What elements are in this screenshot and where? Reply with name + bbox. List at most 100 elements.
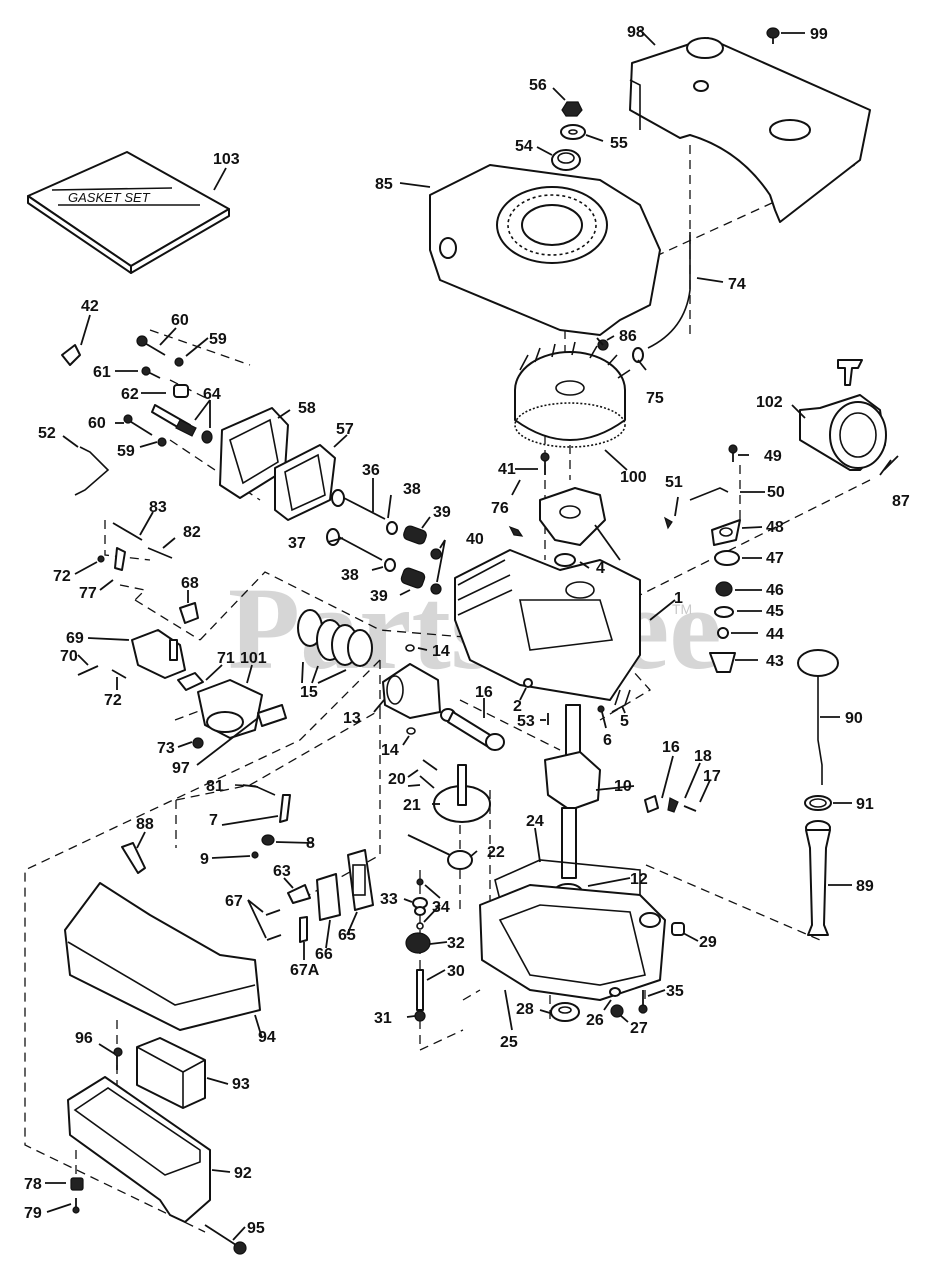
throttle-lever[interactable] bbox=[114, 547, 126, 571]
rewind-starter[interactable] bbox=[799, 359, 887, 471]
breather-gasket[interactable] bbox=[714, 550, 740, 566]
callout-98[interactable]: 98 bbox=[627, 24, 645, 41]
callout-57[interactable]: 57 bbox=[336, 421, 354, 438]
cylinder-head[interactable] bbox=[219, 407, 289, 499]
callout-45[interactable]: 45 bbox=[766, 603, 784, 620]
callout-62[interactable]: 62 bbox=[121, 386, 139, 403]
callout-38-upper[interactable]: 38 bbox=[403, 481, 421, 498]
filter-screw[interactable] bbox=[113, 1047, 123, 1070]
callout-79[interactable]: 79 bbox=[24, 1205, 42, 1222]
breather-valve[interactable] bbox=[714, 606, 734, 618]
governor-spool[interactable] bbox=[412, 897, 428, 916]
callout-53[interactable]: 53 bbox=[517, 713, 535, 730]
air-cleaner-screw[interactable] bbox=[72, 1198, 80, 1214]
camshaft-gear[interactable] bbox=[433, 764, 491, 823]
callout-44[interactable]: 44 bbox=[766, 626, 784, 643]
head-washer-upper[interactable] bbox=[174, 357, 184, 367]
callout-9[interactable]: 9 bbox=[200, 851, 209, 868]
callout-38-lower[interactable]: 38 bbox=[341, 567, 359, 584]
bracket-rod[interactable] bbox=[611, 689, 631, 713]
oil-fill-tube[interactable] bbox=[805, 820, 831, 936]
lever-screw[interactable] bbox=[97, 555, 105, 563]
callout-92[interactable]: 92 bbox=[234, 1165, 252, 1182]
hex-nut[interactable] bbox=[561, 101, 583, 117]
callout-61[interactable]: 61 bbox=[93, 364, 111, 381]
callout-24[interactable]: 24 bbox=[526, 813, 544, 830]
callout-7[interactable]: 7 bbox=[209, 812, 218, 829]
spark-plug[interactable] bbox=[151, 404, 197, 437]
drain-plug[interactable] bbox=[597, 705, 605, 713]
callout-1[interactable]: 1 bbox=[674, 590, 683, 607]
fuel-line-clamp[interactable] bbox=[632, 347, 644, 363]
blower-housing[interactable] bbox=[429, 164, 661, 336]
callout-10[interactable]: 10 bbox=[614, 778, 632, 795]
lever-washer[interactable] bbox=[261, 834, 275, 846]
callout-73[interactable]: 73 bbox=[157, 740, 175, 757]
crankshaft[interactable] bbox=[544, 704, 601, 879]
air-cleaner-cover[interactable] bbox=[64, 882, 261, 1031]
callout-43[interactable]: 43 bbox=[766, 653, 784, 670]
dipstick-o-ring[interactable] bbox=[804, 795, 832, 811]
governor-lever[interactable] bbox=[667, 797, 679, 813]
callout-39-lower[interactable]: 39 bbox=[370, 588, 388, 605]
callout-52[interactable]: 52 bbox=[38, 425, 56, 442]
air-filter-element[interactable] bbox=[136, 1037, 206, 1109]
callout-90[interactable]: 90 bbox=[845, 710, 863, 727]
air-cleaner-base[interactable] bbox=[67, 1076, 211, 1223]
callout-49[interactable]: 49 bbox=[764, 448, 782, 465]
dipstick[interactable] bbox=[797, 649, 839, 785]
governor-screw[interactable] bbox=[683, 805, 697, 812]
gasket-set-box[interactable]: GASKET SET bbox=[27, 151, 230, 274]
lever-screw-small[interactable] bbox=[251, 851, 259, 859]
cover-bolt[interactable] bbox=[638, 990, 648, 1014]
piston[interactable] bbox=[382, 663, 441, 719]
head-bolt-lower[interactable] bbox=[123, 414, 153, 436]
muffler-gasket[interactable] bbox=[121, 842, 146, 874]
callout-13[interactable]: 13 bbox=[343, 710, 361, 727]
head-gasket[interactable] bbox=[274, 444, 336, 521]
callout-58[interactable]: 58 bbox=[298, 400, 316, 417]
callout-22[interactable]: 22 bbox=[487, 844, 505, 861]
callout-67[interactable]: 67 bbox=[225, 893, 243, 910]
callout-72-upper[interactable]: 72 bbox=[53, 568, 71, 585]
lock-plate[interactable] bbox=[299, 916, 308, 943]
valve-retainer-lower[interactable] bbox=[384, 558, 396, 572]
intake-valve[interactable] bbox=[326, 528, 383, 561]
callout-85[interactable]: 85 bbox=[375, 176, 393, 193]
callout-86[interactable]: 86 bbox=[619, 328, 637, 345]
callout-65[interactable]: 65 bbox=[338, 927, 356, 944]
fuel-line[interactable] bbox=[647, 232, 691, 349]
callout-31[interactable]: 31 bbox=[374, 1010, 392, 1027]
callout-102[interactable]: 102 bbox=[756, 394, 783, 411]
spark-plug-gasket[interactable] bbox=[201, 430, 213, 444]
callout-26[interactable]: 26 bbox=[586, 1012, 604, 1029]
spring-clip[interactable] bbox=[663, 516, 673, 530]
callout-88[interactable]: 88 bbox=[136, 816, 154, 833]
head-washer-lower[interactable] bbox=[157, 437, 167, 447]
callout-21[interactable]: 21 bbox=[403, 797, 421, 814]
bushing[interactable] bbox=[551, 149, 581, 171]
callout-70[interactable]: 70 bbox=[60, 648, 78, 665]
callout-47[interactable]: 47 bbox=[766, 550, 784, 567]
muffler-screws[interactable] bbox=[265, 909, 282, 941]
callout-100[interactable]: 100 bbox=[620, 469, 647, 486]
muffler-body[interactable] bbox=[316, 873, 341, 921]
piston-rings[interactable] bbox=[297, 609, 373, 667]
callout-2[interactable]: 2 bbox=[513, 698, 522, 715]
breather-screw[interactable] bbox=[728, 444, 738, 462]
crankcase-dowel[interactable] bbox=[523, 678, 533, 688]
callout-16-governor[interactable]: 16 bbox=[662, 739, 680, 756]
pump-screw[interactable] bbox=[111, 669, 127, 679]
callout-68[interactable]: 68 bbox=[181, 575, 199, 592]
callout-82[interactable]: 82 bbox=[183, 524, 201, 541]
callout-94[interactable]: 94 bbox=[258, 1029, 276, 1046]
fuel-tank[interactable] bbox=[629, 37, 871, 223]
ignition-module[interactable] bbox=[539, 487, 621, 561]
callout-89[interactable]: 89 bbox=[856, 878, 874, 895]
governor-spring[interactable] bbox=[112, 522, 143, 541]
callout-18[interactable]: 18 bbox=[694, 748, 712, 765]
valve-spring-lower[interactable] bbox=[400, 567, 426, 590]
callout-60-upper[interactable]: 60 bbox=[171, 312, 189, 329]
washer[interactable] bbox=[560, 124, 586, 140]
callout-40[interactable]: 40 bbox=[466, 531, 484, 548]
